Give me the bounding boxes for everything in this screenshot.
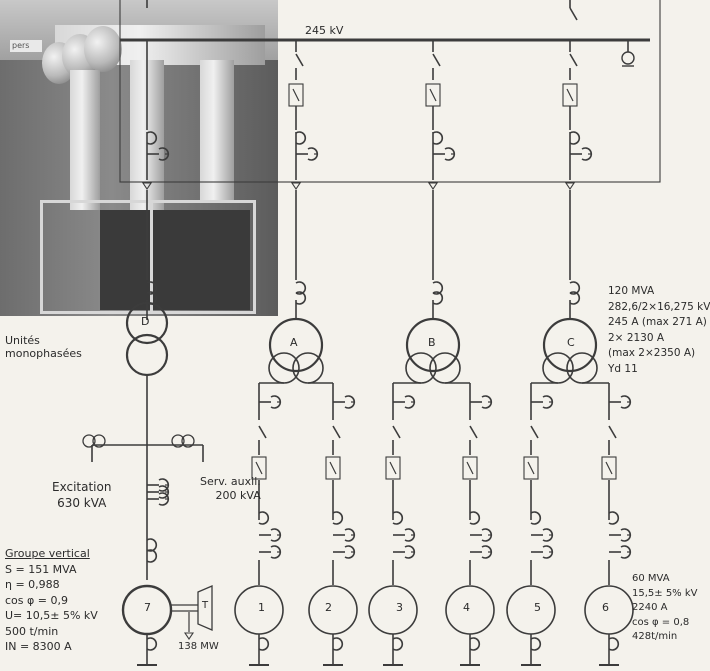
unit-generator (368, 585, 418, 635)
current-transformer (146, 538, 158, 552)
current-transformer (569, 281, 581, 295)
arrow-marker (290, 182, 302, 190)
wire (255, 461, 263, 475)
breaker-box (601, 456, 617, 480)
arrow-marker (141, 182, 153, 190)
wire (608, 425, 617, 439)
current-transformer (146, 281, 158, 295)
current-transformer (530, 511, 542, 525)
group-specs: Groupe vertical S = 151 MVA η = 0,988 co… (5, 547, 98, 653)
transformer-label-d: D (141, 315, 150, 328)
current-transformer (146, 131, 158, 145)
breaker-box (385, 456, 401, 480)
current-transformer (432, 281, 444, 295)
wire (569, 7, 578, 21)
transformer-d-primary (125, 301, 169, 345)
current-transformer (258, 511, 270, 525)
current-transformer (569, 131, 581, 145)
wire (292, 88, 300, 102)
transformer-primary (268, 317, 324, 373)
wire (429, 88, 437, 102)
current-transformer (392, 637, 404, 651)
transformer-label-a: A (290, 336, 298, 349)
unit-generator (506, 585, 556, 635)
turbine-label: T (202, 600, 209, 611)
generator-label-6: 6 (602, 601, 609, 614)
transformer-primary (405, 317, 461, 373)
current-transformer (146, 549, 158, 563)
wire (392, 425, 401, 439)
wire (329, 461, 337, 475)
arrow-marker (183, 632, 195, 640)
wire (466, 461, 474, 475)
arrow-marker (564, 182, 576, 190)
current-transformer (332, 511, 344, 525)
current-transformer (295, 281, 307, 295)
generator-label-3: 3 (396, 601, 403, 614)
wire (569, 53, 578, 67)
breaker-box (523, 456, 539, 480)
transformer-label-b: B (428, 336, 436, 349)
generator-label-2: 2 (325, 601, 332, 614)
unit-generator (308, 585, 358, 635)
current-transformer (608, 511, 620, 525)
arrow-marker (427, 182, 439, 190)
aux-tx-1 (171, 434, 185, 448)
current-transformer (332, 637, 344, 651)
aux-tx-2 (181, 434, 195, 448)
generator-specs: 60 MVA 15,5± 5% kV 2240 A cos φ = 0,8 42… (632, 573, 698, 642)
generator-label-5: 5 (534, 601, 541, 614)
current-transformer (146, 637, 158, 651)
excitation-tx-2 (92, 434, 106, 448)
current-transformer (608, 637, 620, 651)
current-transformer (569, 291, 581, 305)
unit-generator (445, 585, 495, 635)
wire (566, 88, 574, 102)
turbine-power-label: 138 MW (178, 641, 219, 652)
wire (432, 53, 441, 67)
current-transformer (258, 637, 270, 651)
current-transformer (432, 131, 444, 145)
switchgear-photo: pers (0, 0, 278, 316)
units-label: Unités monophasées (5, 334, 82, 360)
wire (332, 425, 341, 439)
excitation-label: Excitation 630 kVA (52, 480, 112, 510)
current-transformer (295, 131, 307, 145)
current-transformer (392, 511, 404, 525)
wire (530, 425, 539, 439)
switchyard-enclosure (119, 0, 661, 183)
generator-label-4: 4 (463, 601, 470, 614)
wire (605, 461, 613, 475)
bus-vt (621, 51, 635, 65)
current-transformer (530, 637, 542, 651)
transformer-d-secondary (125, 333, 169, 377)
breaker-box (325, 456, 341, 480)
wire (527, 461, 535, 475)
wire (389, 461, 397, 475)
wire (469, 425, 478, 439)
turbine-symbol (197, 585, 213, 631)
transformer-label-c: C (567, 336, 575, 349)
current-transformer (469, 511, 481, 525)
excitation-tx-1 (82, 434, 96, 448)
current-transformer (432, 291, 444, 305)
serv-aux-label: Serv. auxil. 200 kVA (200, 475, 261, 502)
generator-label-7: 7 (144, 601, 151, 614)
current-transformer (469, 637, 481, 651)
breaker-box (462, 456, 478, 480)
unit-generator (584, 585, 634, 635)
breaker-box (251, 456, 267, 480)
wire (258, 425, 267, 439)
transformer-specs: 120 MVA 282,6/2×16,275 kV 245 A (max 271… (608, 285, 710, 375)
generator-label-1: 1 (258, 601, 265, 614)
photo-sign: pers (10, 40, 42, 52)
transformer-primary (542, 317, 598, 373)
current-transformer (295, 291, 307, 305)
bus-voltage-label: 245 kV (305, 24, 344, 37)
wire (295, 53, 304, 67)
